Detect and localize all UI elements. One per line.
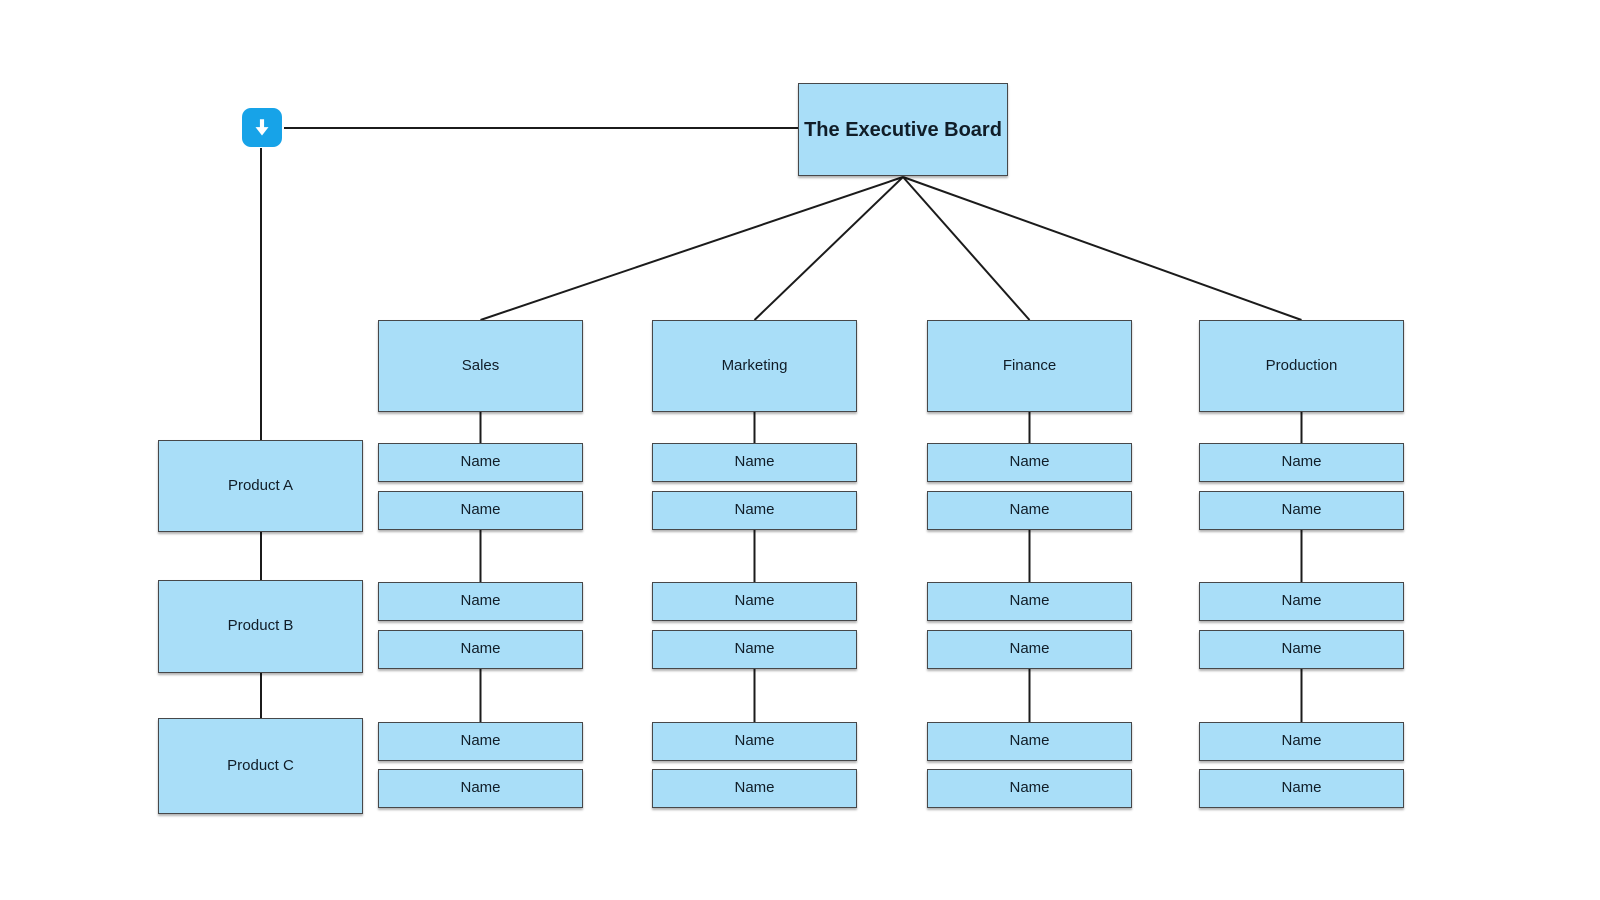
connector-line (902, 176, 1031, 321)
member-box[interactable]: Name (378, 443, 583, 482)
member-box[interactable]: Name (378, 722, 583, 761)
member-box[interactable]: Name (1199, 443, 1404, 482)
node-product-c[interactable]: Product C (158, 718, 363, 814)
member-box[interactable]: Name (652, 491, 857, 530)
node-dept-sales[interactable]: Sales (378, 320, 583, 412)
member-box[interactable]: Name (1199, 582, 1404, 621)
member-box[interactable]: Name (927, 582, 1132, 621)
member-box[interactable]: Name (378, 630, 583, 669)
down-arrow-icon (255, 118, 269, 135)
member-box[interactable]: Name (652, 722, 857, 761)
connector-line (753, 176, 904, 321)
member-box[interactable]: Name (927, 769, 1132, 808)
member-box[interactable]: Name (1199, 491, 1404, 530)
member-box[interactable]: Name (652, 630, 857, 669)
member-box[interactable]: Name (927, 630, 1132, 669)
collapse-shortcut-button[interactable] (242, 108, 282, 147)
node-executive-board[interactable]: The Executive Board (798, 83, 1008, 176)
member-box[interactable]: Name (378, 582, 583, 621)
member-box[interactable]: Name (1199, 630, 1404, 669)
member-box[interactable]: Name (927, 491, 1132, 530)
member-box[interactable]: Name (652, 582, 857, 621)
member-box[interactable]: Name (927, 722, 1132, 761)
member-box[interactable]: Name (1199, 769, 1404, 808)
member-box[interactable]: Name (927, 443, 1132, 482)
connector-line (480, 176, 904, 321)
member-box[interactable]: Name (652, 443, 857, 482)
member-box[interactable]: Name (1199, 722, 1404, 761)
node-product-b[interactable]: Product B (158, 580, 363, 673)
member-box[interactable]: Name (378, 491, 583, 530)
node-dept-finance[interactable]: Finance (927, 320, 1132, 412)
node-dept-production[interactable]: Production (1199, 320, 1404, 412)
node-product-a[interactable]: Product A (158, 440, 363, 532)
member-box[interactable]: Name (378, 769, 583, 808)
connector-line (902, 176, 1302, 321)
member-box[interactable]: Name (652, 769, 857, 808)
node-dept-marketing[interactable]: Marketing (652, 320, 857, 412)
